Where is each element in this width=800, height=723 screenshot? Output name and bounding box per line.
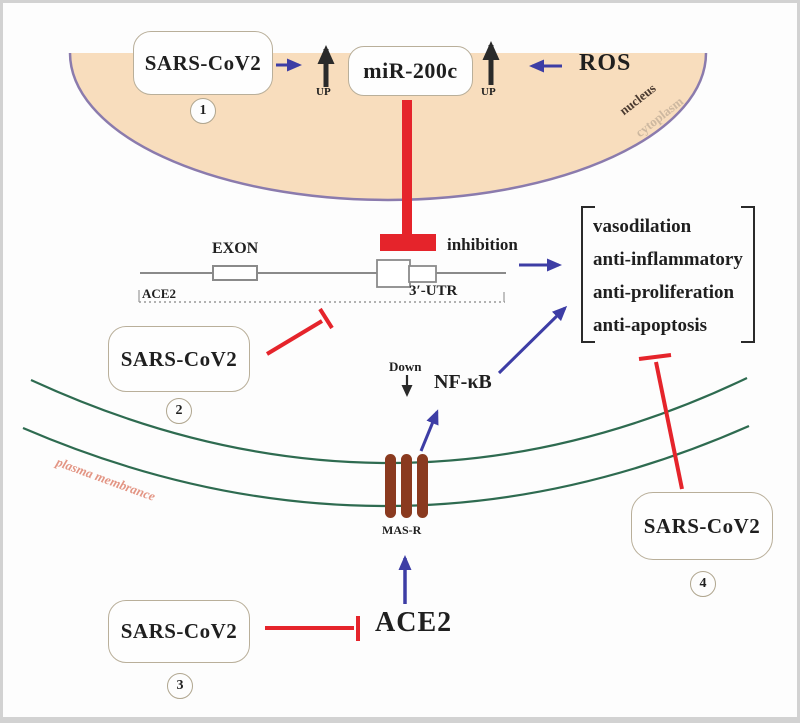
ace2-gene-label: ACE2 [142, 286, 176, 301]
utr-label: 3′-UTR [409, 283, 458, 299]
nfkb-label: NF-κB [434, 371, 492, 393]
sars-cov2-box-3: SARS-CoV2 [108, 600, 250, 663]
inhibition-bar-mir200c [380, 234, 436, 251]
arrow-masr-nfkb [419, 409, 439, 452]
mir200c-label: miR-200c [363, 58, 458, 83]
up-label-2: UP [481, 86, 496, 98]
inhibition-bar-sars4 [638, 353, 672, 361]
mir200c-box: miR-200c [348, 46, 473, 96]
ace2-protein-label: ACE2 [375, 607, 453, 638]
nucleus-border [68, 52, 708, 202]
sars-cov2-label-1: SARS-CoV2 [144, 50, 262, 75]
effect-vasodilation: vasodilation [593, 216, 692, 237]
exon-label: EXON [212, 240, 259, 257]
up-label-1: UP [316, 86, 331, 98]
sars-cov2-label-3: SARS-CoV2 [120, 619, 238, 643]
masr-bar-1 [385, 454, 396, 518]
ros-label: ROS [579, 50, 632, 76]
inhibition-label: inhibition [447, 235, 518, 254]
inhibition-bar-sars2 [318, 307, 334, 330]
effect-anti-inflammatory: anti-inflammatory [593, 249, 743, 270]
sars-cov2-box-1: SARS-CoV2 [133, 31, 273, 95]
exon-box [212, 265, 258, 281]
bracket-left [581, 206, 595, 343]
sars-cov2-box-4: SARS-CoV2 [631, 492, 773, 560]
step-number-3: 3 [167, 673, 193, 699]
utr-box-small [408, 265, 437, 283]
step-number-2: 2 [166, 398, 192, 424]
masr-bar-2 [401, 454, 412, 518]
masr-label: MAS-R [382, 523, 422, 537]
inhibition-stem-sars4 [654, 361, 684, 490]
sars-cov2-label-4: SARS-CoV2 [643, 513, 761, 538]
bracket-right [741, 206, 755, 343]
effect-anti-proliferation: anti-proliferation [593, 282, 735, 303]
effect-anti-apoptosis: anti-apoptosis [593, 315, 708, 336]
arrow-nfkb-effects [497, 305, 568, 375]
down-label: Down [389, 359, 422, 374]
utr-box-large [376, 259, 411, 288]
sars-cov2-label-2: SARS-CoV2 [120, 346, 238, 371]
step-number-1: 1 [190, 98, 216, 124]
masr-bar-3 [417, 454, 428, 518]
step-number-4: 4 [690, 571, 716, 597]
sars-cov2-box-2: SARS-CoV2 [108, 326, 250, 392]
inhibition-stem-sars2 [265, 319, 324, 356]
effects-list: vasodilation anti-inflammatory anti-prol… [593, 210, 743, 342]
